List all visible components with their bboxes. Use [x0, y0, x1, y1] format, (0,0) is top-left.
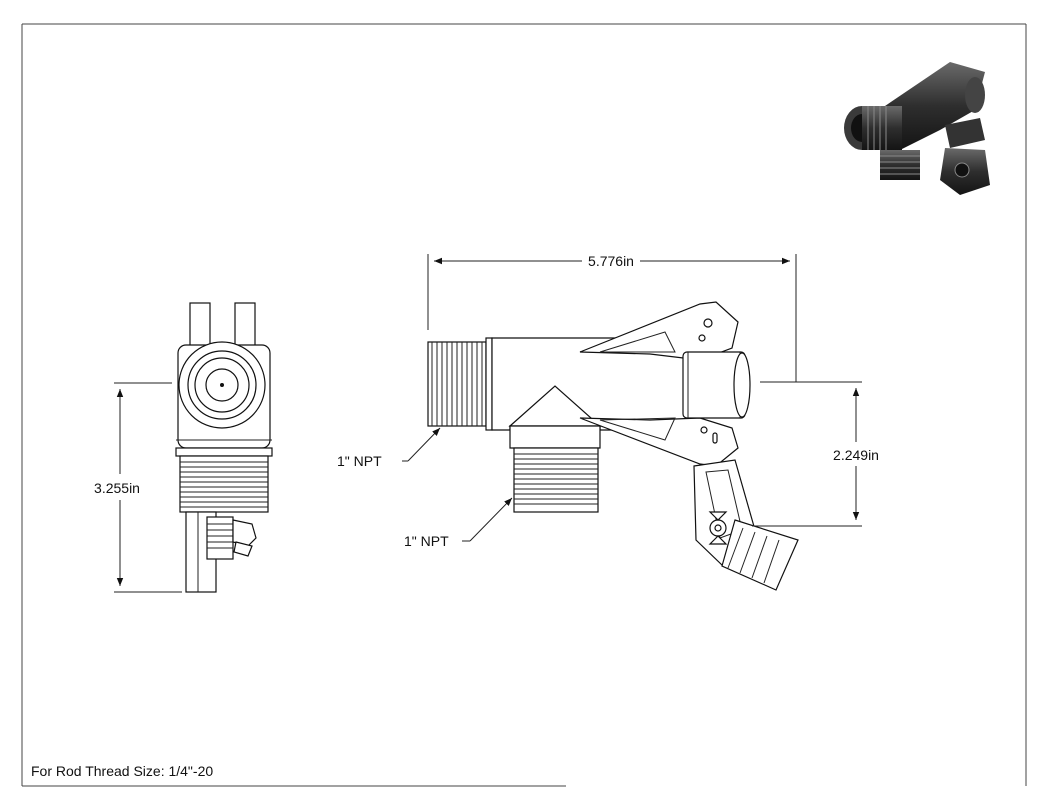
callout-npt-bottom: 1" NPT	[404, 533, 449, 549]
callout-leader-npt-bottom	[462, 497, 513, 542]
end-view	[175, 302, 273, 593]
end-view-thread	[179, 455, 269, 513]
side-view	[427, 301, 799, 591]
dimension-height-right	[752, 381, 862, 527]
dimension-label-height-right: 2.249in	[833, 447, 879, 463]
3d-part-render-icon	[844, 62, 990, 195]
dimension-label-width: 5.776in	[588, 253, 634, 269]
drawing-frame	[21, 23, 1027, 787]
footer-note: For Rod Thread Size: 1/4"-20	[31, 763, 213, 779]
callout-npt-top: 1" NPT	[337, 453, 382, 469]
dimension-label-height-left: 3.255in	[94, 480, 140, 496]
callout-leader-npt-top	[402, 427, 441, 462]
dimension-width	[427, 254, 797, 382]
dimension-height-left	[114, 382, 182, 593]
